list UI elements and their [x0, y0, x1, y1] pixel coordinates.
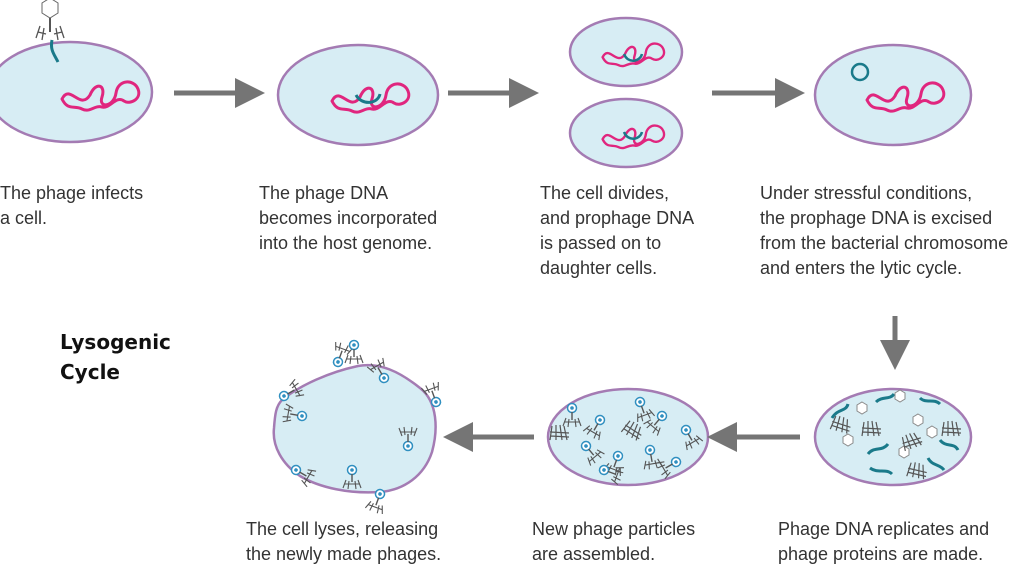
step-6-caption: New phage particles are assembled. — [532, 519, 696, 564]
step-5-cell — [813, 387, 973, 487]
step-5-caption: Phage DNA replicates and phage proteins … — [778, 519, 990, 564]
title-line-2: Cycle — [60, 360, 120, 384]
step-4-cell — [813, 43, 973, 147]
step-3-cells — [568, 16, 684, 169]
step-3-caption: The cell divides, and prophage DNA is pa… — [540, 183, 695, 278]
step-2-caption: The phage DNA becomes incorporated into … — [259, 183, 438, 253]
step-2-cell — [276, 43, 440, 147]
arrows — [174, 78, 910, 452]
diagram-title: Lysogenic Cycle — [60, 327, 171, 387]
step-1-cell — [0, 0, 154, 144]
step-7-cell — [272, 339, 447, 516]
step-1-caption: The phage infects a cell. — [0, 183, 144, 228]
title-line-1: Lysogenic — [60, 330, 171, 354]
step-7-caption: The cell lyses, releasing the newly made… — [246, 519, 442, 564]
step-6-cell — [546, 387, 710, 487]
step-4-caption: Under stressful conditions, the prophage… — [760, 183, 1009, 278]
